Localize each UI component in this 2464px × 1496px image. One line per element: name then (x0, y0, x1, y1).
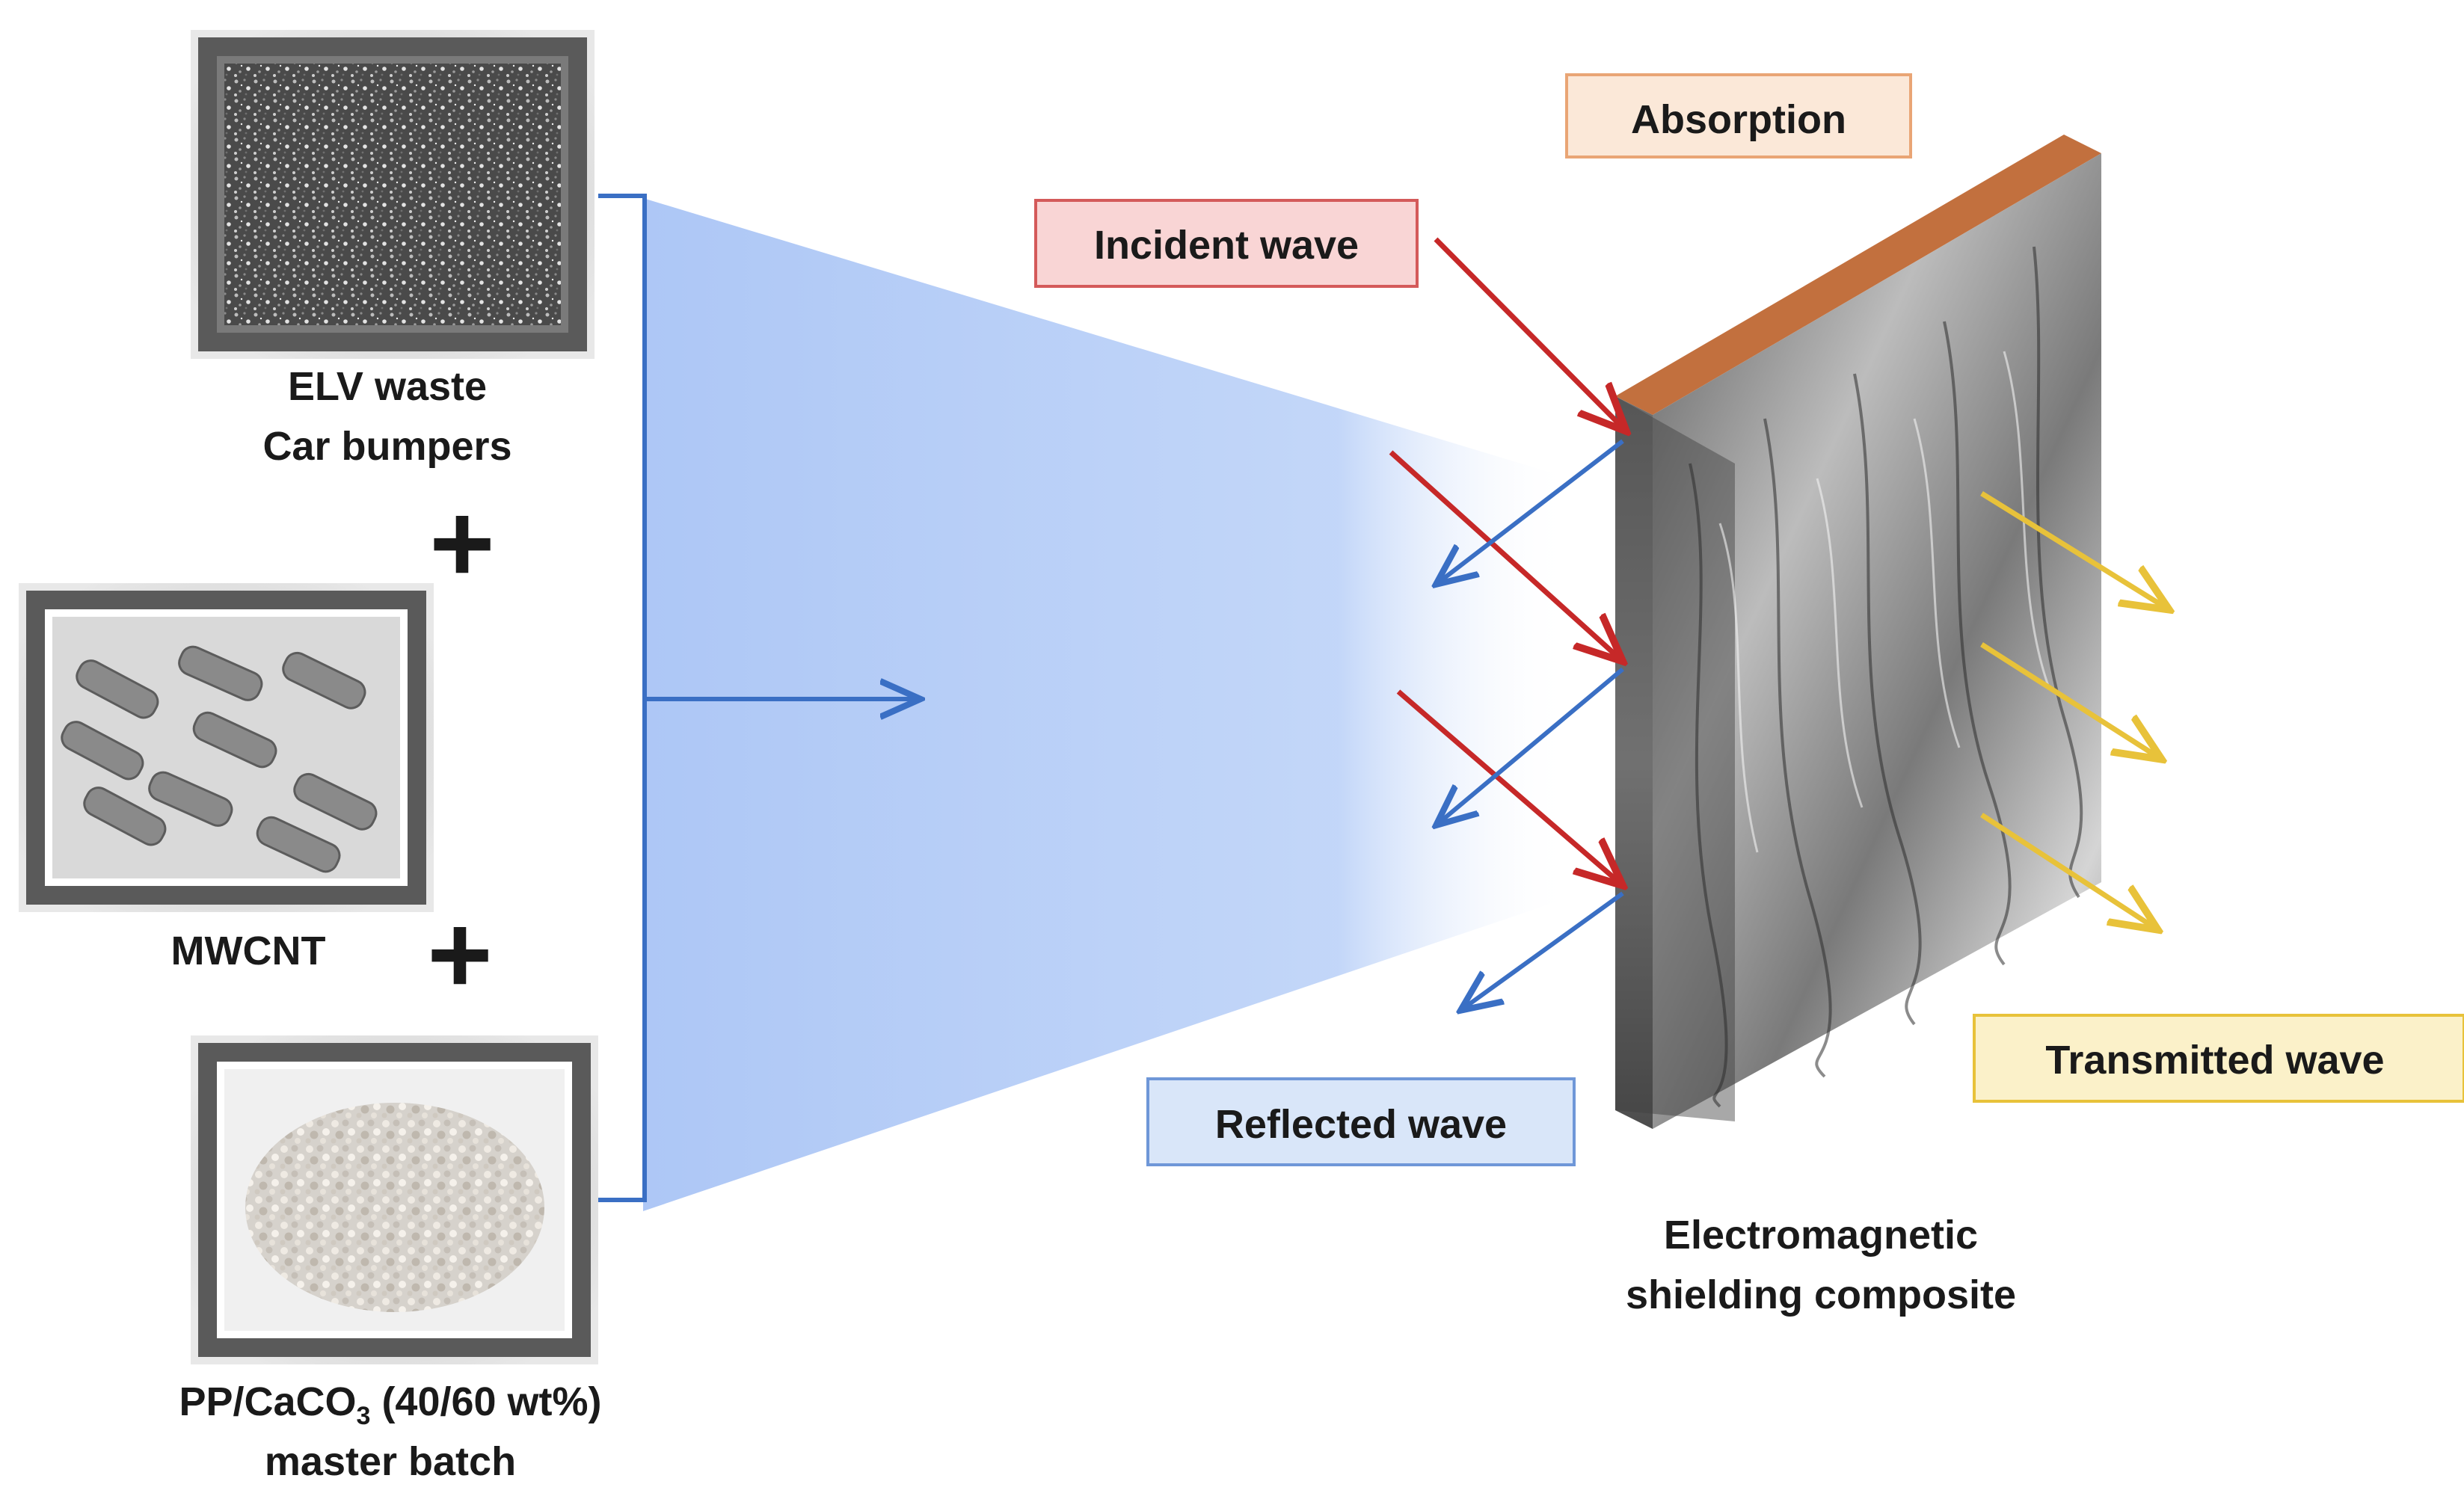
mwcnt-label: MWCNT (171, 929, 326, 973)
pp-caco3-label-line1: PP/CaCO3 (40/60 wt%) (179, 1379, 601, 1430)
elv-label-line1: ELV waste (288, 364, 487, 409)
mwcnt-photo-frame (19, 583, 434, 912)
incident-label: Incident wave (1094, 223, 1359, 268)
elv-photo-frame (191, 30, 595, 359)
brace-connector (598, 194, 916, 1202)
pp-caco3-photo-frame (191, 1035, 598, 1364)
funnel-shape (643, 198, 1570, 1211)
absorption-label: Absorption (1631, 97, 1846, 142)
pp-caco3-label-line2: master batch (265, 1439, 516, 1484)
transmitted-label-box (1973, 1014, 2464, 1103)
reflected-label-box (1146, 1077, 1576, 1166)
reflected-label: Reflected wave (1215, 1102, 1507, 1147)
plus-sign-2: + (427, 891, 493, 1017)
transmitted-label: Transmitted wave (2045, 1038, 2384, 1083)
reflected-wave-arrows (1440, 439, 1624, 1008)
plus-sign-1: + (429, 480, 495, 606)
elv-label-line2: Car bumpers (262, 424, 511, 469)
incident-label-box (1034, 199, 1419, 288)
sem-slab (1615, 135, 2101, 1129)
incident-wave-arrows (1389, 237, 1623, 882)
transmitted-wave-arrows (1980, 491, 2165, 927)
composite-label-line1: Electromagnetic (1664, 1213, 1978, 1258)
absorption-label-box (1565, 73, 1912, 158)
composite-label-line2: shielding composite (1626, 1272, 2016, 1317)
